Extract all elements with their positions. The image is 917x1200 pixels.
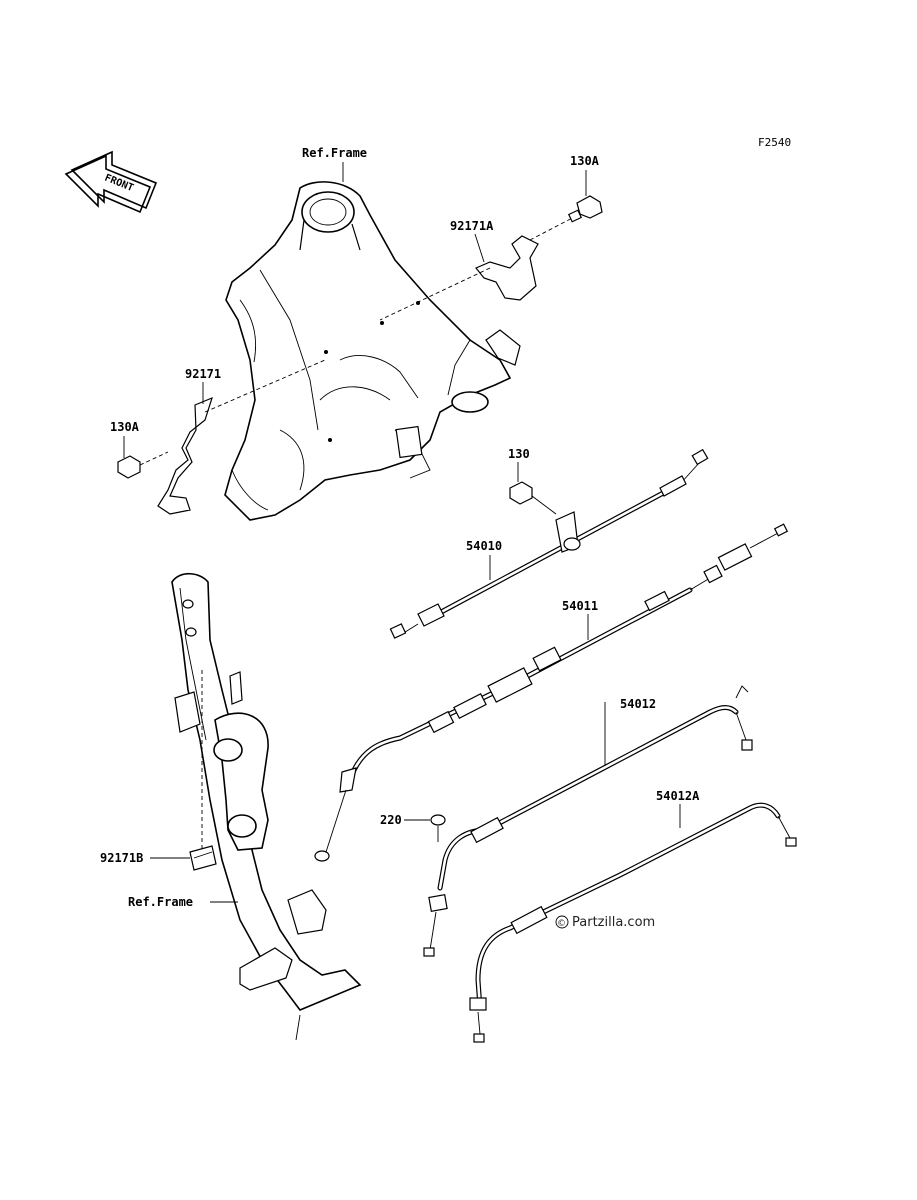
callout-130A-left: 130A <box>110 420 140 458</box>
callout-220: 220 <box>380 813 430 827</box>
callout-92171A: 92171A <box>450 219 494 263</box>
label-92171: 92171 <box>185 367 221 381</box>
watermark-symbol: © <box>557 919 566 929</box>
callout-92171B: 92171B <box>100 851 190 865</box>
callout-ref-frame-bottom: Ref.Frame <box>128 895 238 909</box>
upper-frame-illustration <box>224 181 521 521</box>
label-54011: 54011 <box>562 599 598 613</box>
label-ref-frame-top: Ref.Frame <box>302 146 367 160</box>
label-130A-top: 130A <box>570 154 600 168</box>
label-92171B: 92171B <box>100 851 143 865</box>
bolt-130A-top-illustration <box>567 195 603 223</box>
callout-54011: 54011 <box>562 599 598 640</box>
label-54010: 54010 <box>466 539 502 553</box>
figure-id: F2540 <box>758 136 791 149</box>
label-54012: 54012 <box>620 697 656 711</box>
clamp-92171-illustration <box>139 359 326 515</box>
callout-92171: 92171 <box>185 367 221 404</box>
label-ref-frame-bottom: Ref.Frame <box>128 895 193 909</box>
callout-54012: 54012 <box>604 697 656 766</box>
cable-54012-illustration <box>423 685 753 957</box>
lower-frame-illustration <box>171 572 362 1041</box>
label-220: 220 <box>380 813 402 827</box>
watermark-text: Partzilla.com <box>572 915 655 930</box>
label-130: 130 <box>508 447 530 461</box>
cable-54012A-illustration <box>469 802 797 1043</box>
front-direction-arrow-icon: FRONT <box>64 150 158 214</box>
screw-220-illustration <box>430 814 446 842</box>
callout-ref-frame-top: Ref.Frame <box>302 146 367 182</box>
callout-54010: 54010 <box>466 539 502 580</box>
label-54012A: 54012A <box>656 789 700 803</box>
callout-130: 130 <box>508 447 530 482</box>
clamp-92171A-illustration <box>379 213 581 321</box>
cable-54011-illustration <box>314 523 789 862</box>
label-92171A: 92171A <box>450 219 494 233</box>
callout-54012A: 54012A <box>656 789 700 828</box>
clip-92171B-illustration <box>189 845 217 871</box>
bolt-130-illustration <box>509 481 557 515</box>
label-130A-left: 130A <box>110 420 140 434</box>
callout-130A-top: 130A <box>570 154 600 196</box>
watermark: Partzilla.com © <box>555 915 655 930</box>
cable-54010-illustration <box>389 448 709 639</box>
bolt-130A-left-illustration <box>117 455 141 479</box>
